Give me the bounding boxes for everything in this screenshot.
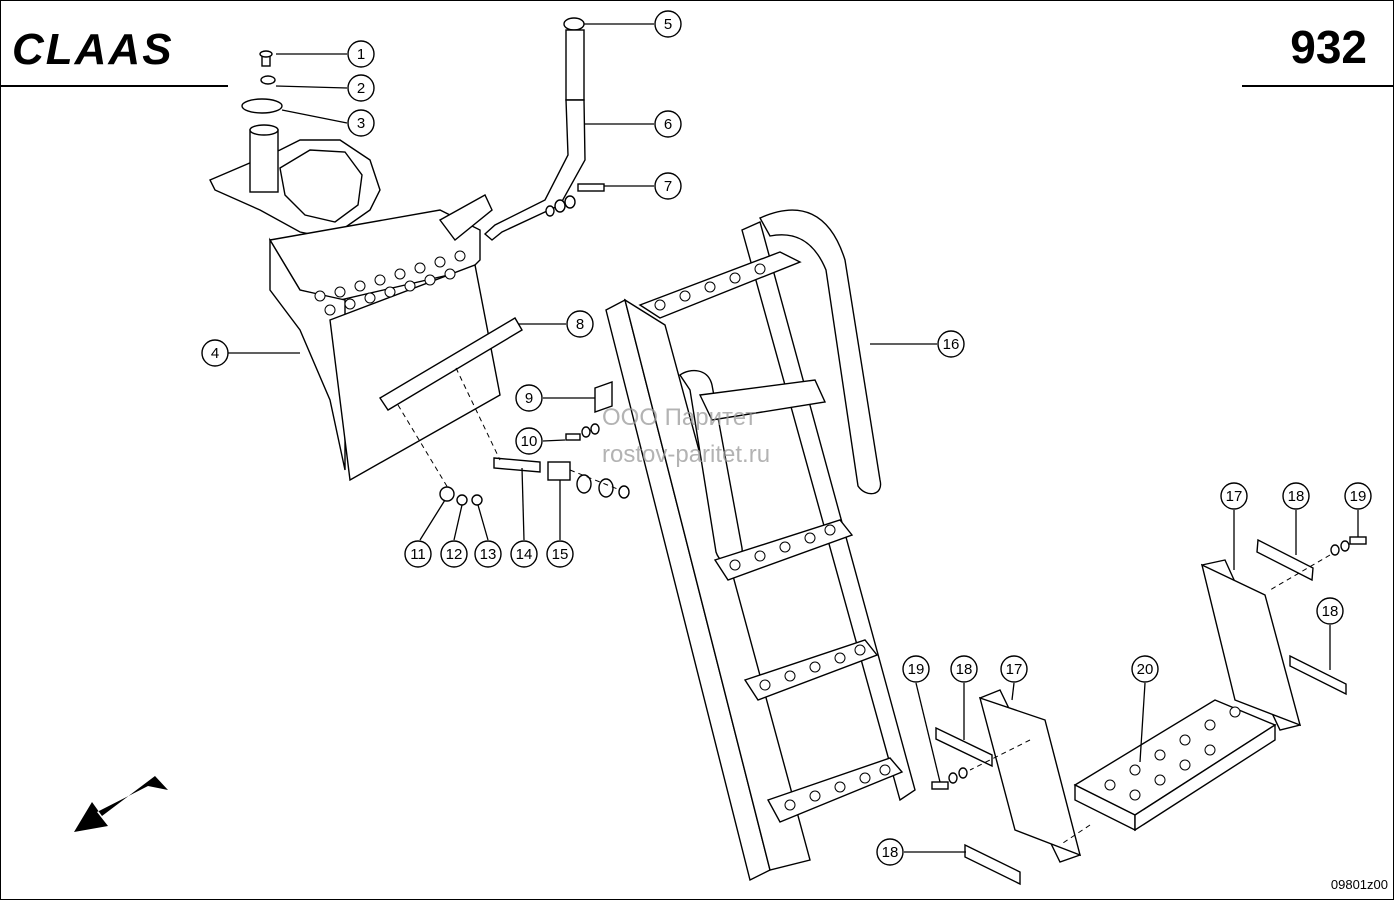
ladder-step-holes [654, 263, 891, 811]
svg-text:19: 19 [908, 661, 925, 678]
svg-text:15: 15 [552, 546, 569, 563]
callout-9: 9 [515, 381, 613, 413]
callout-18-lower: 18 [950, 655, 978, 740]
page-number: 932 [1290, 21, 1367, 73]
svg-text:12: 12 [446, 546, 463, 563]
callout-6: 6 [584, 110, 682, 138]
brand-logo: CLAAS [12, 25, 174, 74]
drawing-code: 09801z00 [1331, 877, 1388, 892]
callout-10: 10 [515, 423, 600, 455]
callout-2: 2 [275, 74, 375, 102]
svg-text:5: 5 [664, 16, 672, 33]
svg-text:20: 20 [1137, 661, 1154, 678]
callout-13: 13 [474, 504, 502, 568]
watermark-line-2: rostov-paritet.ru [602, 441, 770, 468]
svg-text:14: 14 [516, 546, 533, 563]
callout-1: 1 [276, 40, 375, 68]
tread-holes [1104, 706, 1241, 801]
callout-19-lower: 19 [902, 655, 941, 783]
svg-text:3: 3 [357, 115, 365, 132]
top-bolt-stack [241, 50, 283, 114]
svg-text:2: 2 [357, 80, 365, 97]
svg-text:10: 10 [521, 433, 538, 450]
svg-text:11: 11 [410, 546, 426, 563]
callout-15: 15 [546, 480, 574, 568]
callout-20: 20 [1131, 655, 1159, 763]
arrow-down-left-icon [74, 776, 168, 832]
callout-18-bottom: 18 [876, 838, 966, 866]
callout-19-upper: 19 [1344, 482, 1372, 537]
ladder-assembly [605, 209, 916, 882]
callout-12: 12 [440, 504, 468, 568]
callout-4: 4 [201, 339, 300, 367]
svg-text:1: 1 [357, 46, 365, 63]
svg-text:18: 18 [1288, 488, 1305, 505]
svg-text:17: 17 [1006, 661, 1023, 678]
watermark-line-1: ООО Паритет [602, 404, 756, 431]
svg-text:7: 7 [664, 178, 672, 195]
svg-text:6: 6 [664, 116, 672, 133]
callout-18-upper: 18 [1282, 482, 1310, 555]
handle-tube [483, 17, 605, 241]
lower-step-assembly [931, 536, 1367, 886]
callout-17-lower: 17 [1000, 655, 1028, 701]
svg-text:17: 17 [1226, 488, 1243, 505]
callout-8: 8 [518, 310, 594, 338]
brand-logo-text: CLAAS [12, 25, 174, 74]
callout-11: 11 [404, 499, 446, 568]
callout-14: 14 [510, 467, 538, 568]
callout-5: 5 [584, 10, 682, 38]
step-box-assembly [209, 124, 630, 506]
svg-text:16: 16 [943, 336, 960, 353]
svg-text:18: 18 [956, 661, 973, 678]
svg-text:18: 18 [882, 844, 899, 861]
svg-text:4: 4 [211, 345, 219, 362]
callout-7: 7 [604, 172, 682, 200]
svg-text:8: 8 [576, 316, 584, 333]
callout-3: 3 [281, 109, 375, 137]
svg-text:13: 13 [480, 546, 497, 563]
svg-text:18: 18 [1322, 603, 1339, 620]
svg-text:9: 9 [525, 390, 533, 407]
step-box-holes [314, 250, 466, 316]
svg-text:19: 19 [1350, 488, 1367, 505]
callout-18-right: 18 [1316, 597, 1344, 670]
callout-17-upper: 17 [1220, 482, 1248, 570]
callout-16: 16 [870, 330, 965, 358]
